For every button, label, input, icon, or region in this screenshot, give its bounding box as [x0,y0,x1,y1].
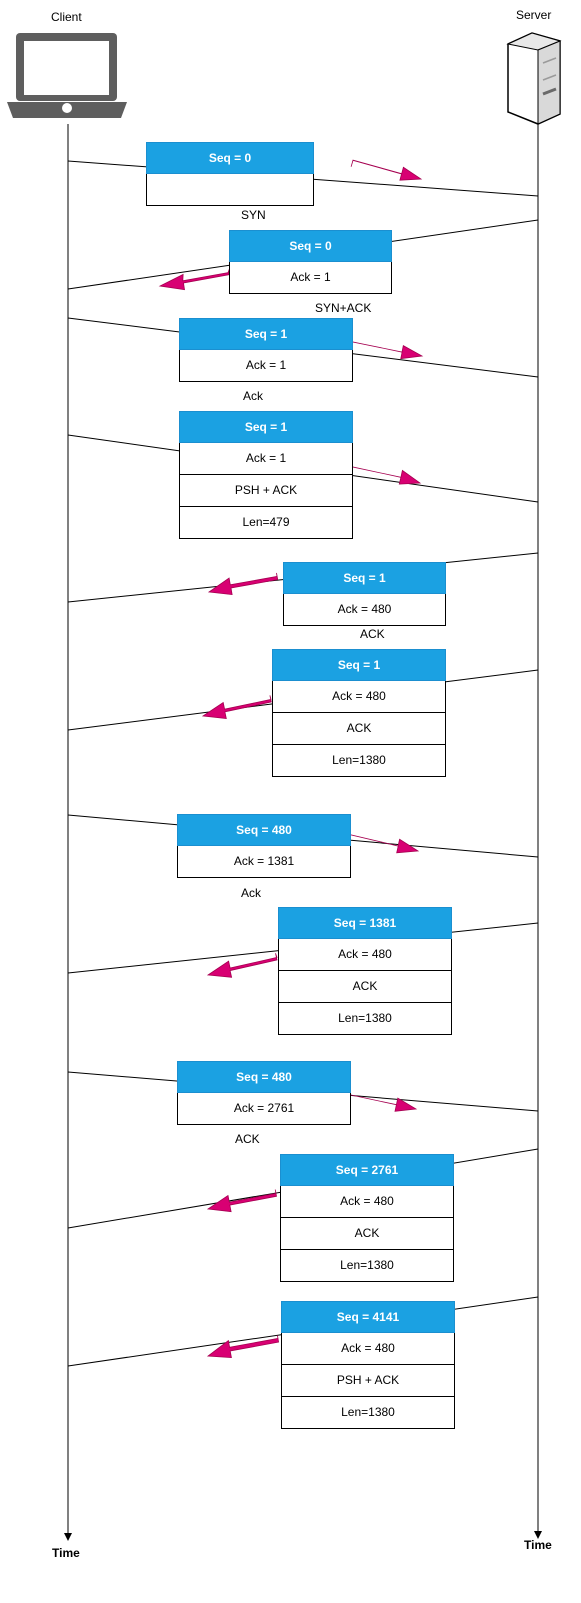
packet-box: Seq = 2761 Ack = 480 ACK Len=1380 [280,1154,454,1282]
packet-field: Len=1380 [280,1250,454,1282]
packet-box: Seq = 1 Ack = 1 [179,318,353,382]
packet-seq: Seq = 1 [179,411,353,443]
packet-seq: Seq = 1 [179,318,353,350]
packet-field: Ack = 1381 [177,846,351,878]
arrow-right-icon [350,159,423,181]
packet-caption: ACK [360,627,385,641]
packet-caption: SYN+ACK [315,301,372,315]
arrow-left-icon [158,268,230,291]
packet-field: Len=1380 [278,1003,452,1035]
packet-field: Ack = 480 [272,681,446,713]
server-timeline [534,124,542,1539]
packet-caption: SYN [241,208,266,222]
packet-field: ACK [280,1218,454,1250]
packet-seq: Seq = 0 [229,230,392,262]
arrow-left-icon [206,1189,277,1213]
packet-field: Ack = 1 [179,350,353,382]
packet-seq: Seq = 1 [272,649,446,681]
client-timeline [64,124,72,1541]
packet-field: ACK [272,713,446,745]
packet-field: PSH + ACK [281,1365,455,1397]
packet-seq: Seq = 2761 [280,1154,454,1186]
packet-field: Ack = 480 [283,594,446,626]
packet-box: Seq = 1 Ack = 1 PSH + ACK Len=479 [179,411,353,539]
server-icon [506,32,562,125]
packet-field: ACK [278,971,452,1003]
arrow-left-icon [201,695,272,719]
packet-field: Ack = 480 [281,1333,455,1365]
packet-box: Seq = 0 Ack = 1 [229,230,392,294]
packet-seq: Seq = 0 [146,142,314,174]
arrow-left-icon [206,1335,280,1359]
client-label: Client [51,10,82,24]
arrow-right-icon [348,834,420,854]
packet-field: PSH + ACK [179,475,353,507]
packet-seq: Seq = 4141 [281,1301,455,1333]
packet-field: Ack = 480 [278,939,452,971]
packet-box: Seq = 0 [146,142,314,206]
packet-field: Ack = 1 [229,262,392,294]
laptop-icon [7,33,127,118]
arrow-right-icon [346,1093,418,1112]
packet-field: Len=1380 [281,1397,455,1429]
arrow-right-icon [350,466,422,485]
packet-field: Ack = 1 [179,443,353,475]
arrow-right-icon [350,341,424,360]
client-time-label: Time [52,1546,80,1560]
server-time-label: Time [524,1538,552,1552]
packet-field: Len=479 [179,507,353,539]
packet-seq: Seq = 1 [283,562,446,594]
packet-field: Ack = 2761 [177,1093,351,1125]
packet-seq: Seq = 480 [177,814,351,846]
server-label: Server [516,8,552,22]
packet-box: Seq = 1 Ack = 480 ACK Len=1380 [272,649,446,777]
packet-caption: Ack [243,389,264,403]
packet-box: Seq = 1 Ack = 480 [283,562,446,626]
packet-field: Len=1380 [272,745,446,777]
packet-field: Ack = 480 [280,1186,454,1218]
packet-box: Seq = 480 Ack = 2761 [177,1061,351,1125]
packet-caption: Ack [241,886,262,900]
arrow-left-icon [206,953,278,978]
packet-box: Seq = 4141 Ack = 480 PSH + ACK Len=1380 [281,1301,455,1429]
packet-seq: Seq = 480 [177,1061,351,1093]
packet-box: Seq = 1381 Ack = 480 ACK Len=1380 [278,907,452,1035]
packet-box: Seq = 480 Ack = 1381 [177,814,351,878]
packet-seq: Seq = 1381 [278,907,452,939]
packet-field [146,174,314,206]
arrow-left-icon [207,572,279,596]
packet-caption: ACK [235,1132,260,1146]
